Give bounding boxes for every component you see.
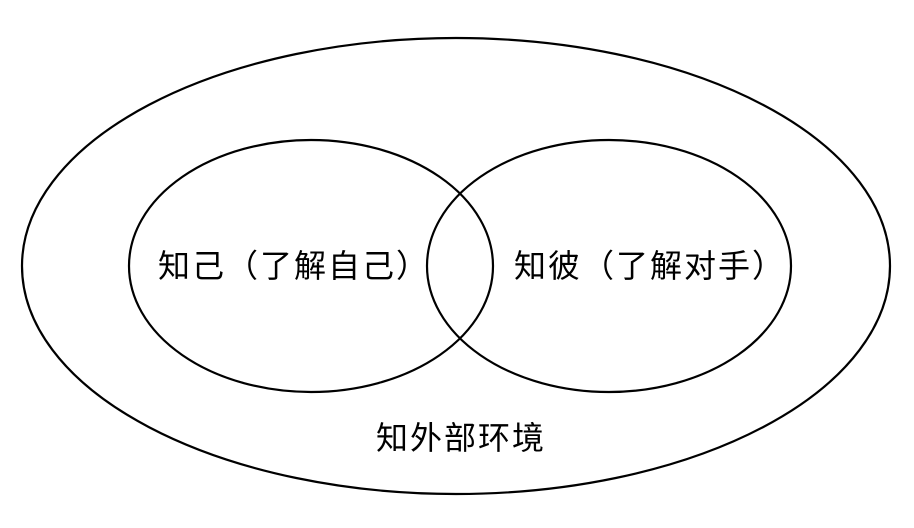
- external-environment-label: 知外部环境: [375, 419, 547, 457]
- know-opponent-label: 知彼（了解对手）: [513, 247, 787, 285]
- left-ellipse-know-self: [127, 138, 495, 394]
- outer-ellipse-external-environment: [20, 36, 892, 496]
- know-self-label: 知己（了解自己）: [157, 247, 431, 285]
- right-ellipse-know-opponent: [425, 138, 793, 394]
